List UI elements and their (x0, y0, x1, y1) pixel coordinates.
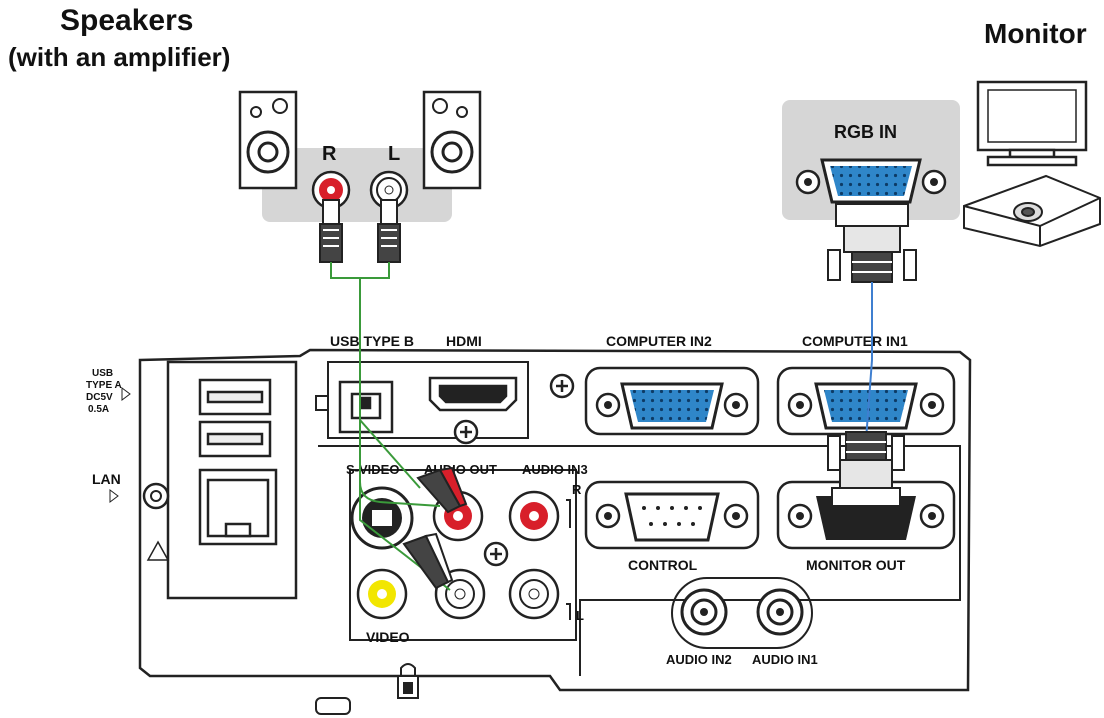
arrow-icon (121, 387, 131, 401)
monitor-heading: Monitor (984, 18, 1087, 49)
rgb-in-port (795, 158, 947, 204)
computer-in1-port (776, 366, 956, 436)
speaker-r-label: R (322, 143, 337, 165)
usb-type-a-line1: USB (92, 368, 113, 379)
projector-rear-panel: USB TYPE A DC5V 0.5A LAN USB TYPE B HDM (86, 333, 972, 715)
lan-port (198, 468, 278, 546)
video-label: VIDEO (366, 629, 410, 645)
screw-icon (483, 541, 509, 567)
audio-in1-jack (756, 588, 804, 636)
left-speaker-icon (238, 90, 298, 190)
audio-in3-r-jack (508, 490, 560, 542)
control-port (584, 480, 760, 550)
control-label: CONTROL (628, 557, 698, 573)
computer-in2-port (584, 366, 760, 436)
vga-cable (865, 282, 873, 441)
audio-out-plugs (402, 466, 468, 590)
status-indicator-icon (315, 395, 329, 411)
speakers-subheading: (with an amplifier) (8, 42, 231, 72)
audio-in1-label: AUDIO IN1 (752, 652, 818, 667)
s-video-label: S-VIDEO (346, 462, 399, 477)
usb-type-a-line4: 0.5A (88, 404, 109, 415)
speakers-group: R L (238, 90, 482, 263)
audio-in3-r-label: R (572, 482, 582, 497)
warning-triangle-icon (146, 540, 170, 561)
speaker-connection-panel (262, 148, 452, 222)
computer-in2-label: COMPUTER IN2 (606, 333, 712, 349)
monitor-out-vga-plug (827, 431, 905, 507)
hdmi-label: HDMI (446, 333, 482, 349)
usb-type-b-port (338, 380, 394, 434)
monitor-icon (976, 80, 1088, 167)
audio-in2-jack (680, 588, 728, 636)
speaker-l-plug (377, 199, 401, 263)
screw-icon (549, 373, 575, 399)
speaker-r-plug (319, 199, 343, 263)
projector-icon (963, 174, 1101, 248)
speaker-l-label: L (388, 143, 400, 165)
usb-type-a-ports (198, 378, 272, 458)
monitor-out-label: MONITOR OUT (806, 557, 906, 573)
rgb-in-vga-plug (827, 203, 917, 283)
arrow-icon (109, 489, 119, 503)
screw-icon (142, 482, 170, 510)
monitor-group: RGB IN (782, 80, 1101, 283)
kensington-lock-icon (397, 663, 419, 699)
hdmi-port (428, 376, 518, 412)
audio-in3-label: AUDIO IN3 (522, 462, 588, 477)
video-jack (356, 568, 408, 620)
audio-in3-l-jack (508, 568, 560, 620)
computer-in1-label: COMPUTER IN1 (802, 333, 908, 349)
usb-type-b-label: USB TYPE B (330, 333, 414, 349)
right-speaker-icon (422, 90, 482, 190)
audio-in2-label: AUDIO IN2 (666, 652, 732, 667)
screw-icon (453, 419, 479, 445)
usb-type-a-line2: TYPE A (86, 380, 122, 391)
lan-label: LAN (92, 471, 121, 487)
usb-type-a-line3: DC5V (86, 392, 113, 403)
status-indicator-icon (315, 697, 351, 715)
rgb-in-label: RGB IN (834, 122, 897, 142)
speakers-heading: Speakers (60, 4, 194, 37)
usb-type-a-label: USB TYPE A DC5V 0.5A (86, 368, 131, 415)
audio-in3-l-label: L (576, 608, 584, 623)
